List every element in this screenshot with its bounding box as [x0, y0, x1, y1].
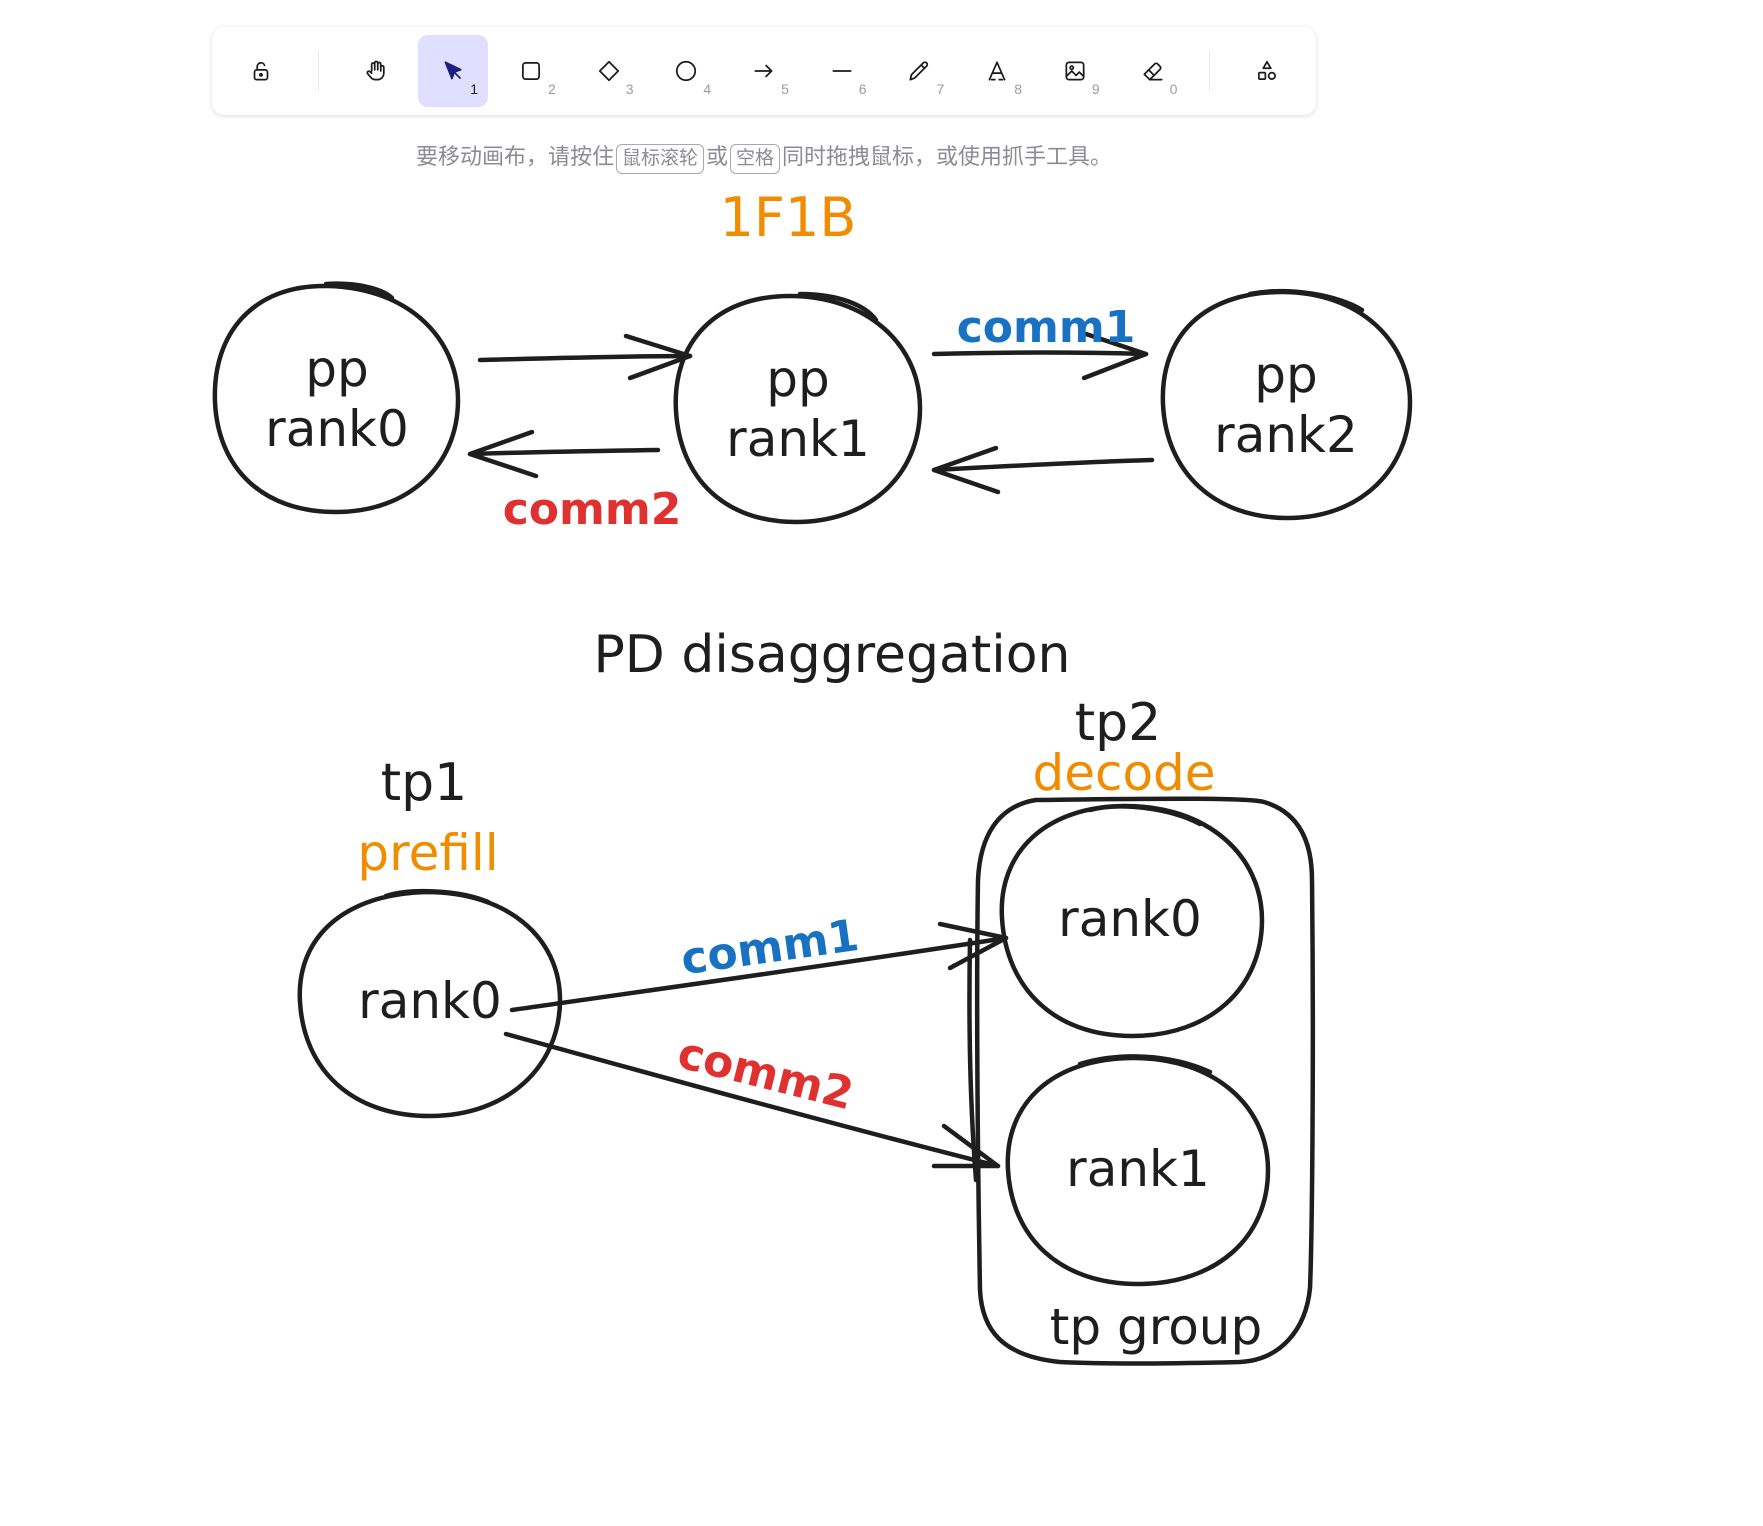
- square-icon: [521, 62, 540, 80]
- hint-text: 要移动画布，请按住: [415, 144, 614, 169]
- pencil-icon: [909, 61, 929, 81]
- selection-tool-key: 1: [470, 81, 479, 97]
- diamond-tool-key: 3: [625, 81, 634, 97]
- decode-rank0-node[interactable]: rank0: [999, 803, 1265, 1039]
- toolbar-divider: [317, 51, 319, 91]
- diamond-icon: [598, 60, 619, 82]
- prefill-rank0-label: rank0: [358, 972, 502, 1030]
- image-tool-button[interactable]: 9: [1040, 35, 1110, 107]
- rectangle-tool-button[interactable]: 2: [496, 35, 566, 107]
- line-tool-key: 6: [858, 81, 867, 97]
- ellipse-tool-key: 4: [703, 81, 712, 97]
- arrow-right-icon: [754, 64, 773, 78]
- hint-key-mouse-wheel: 鼠标滚轮: [615, 144, 704, 174]
- hint-text: 同时拖拽鼠标，或使用抓手工具。: [782, 144, 1113, 169]
- pp-rank2-node[interactable]: pp rank2: [1160, 288, 1413, 521]
- pointer-icon: [444, 61, 462, 80]
- pp-rank0-line1: pp: [305, 340, 368, 398]
- hint-text: 或: [705, 144, 728, 169]
- arrow-rank0-to-rank1[interactable]: [477, 333, 693, 381]
- title-1f1b[interactable]: 1F1B: [720, 186, 857, 249]
- pp-rank0-line2: rank0: [265, 400, 409, 458]
- rectangle-tool-key: 2: [547, 81, 556, 97]
- image-icon: [1065, 61, 1085, 81]
- extra-tools-button[interactable]: [1232, 35, 1302, 107]
- toolbar-divider: [1209, 51, 1211, 91]
- arrow-tool-button[interactable]: 5: [729, 35, 799, 107]
- text-icon: [988, 61, 1006, 81]
- arrow-rank1-to-rank2[interactable]: [931, 331, 1149, 381]
- pp-rank2-line1: pp: [1254, 346, 1317, 404]
- hand-icon: [365, 60, 385, 81]
- tp-group-label: tp group: [1050, 1298, 1262, 1356]
- image-tool-key: 9: [1091, 81, 1100, 97]
- toolbar: 1 2 3 4 5 6 7 8 9 0: [212, 27, 1316, 115]
- line-tool-button[interactable]: 6: [807, 35, 877, 107]
- unlock-icon: [253, 61, 269, 81]
- arrow-tool-key: 5: [781, 81, 789, 97]
- comm2-label-top[interactable]: comm2: [503, 484, 682, 535]
- tp2-label[interactable]: tp2: [1075, 693, 1161, 753]
- circle-icon: [676, 60, 697, 82]
- arrow-rank2-to-rank1[interactable]: [931, 445, 1155, 495]
- draw-tool-key: 7: [936, 81, 945, 97]
- diamond-tool-button[interactable]: 3: [574, 35, 644, 107]
- pp-rank1-line1: pp: [766, 350, 829, 408]
- arrow-prefill-to-decode-rank1[interactable]: [503, 1031, 1001, 1169]
- decode-label[interactable]: decode: [1032, 744, 1215, 802]
- hand-tool-button[interactable]: [341, 35, 411, 107]
- eraser-tool-key: 0: [1169, 81, 1178, 97]
- pp-rank1-node[interactable]: pp rank1: [673, 291, 923, 525]
- decode-rank1-node[interactable]: rank1: [1005, 1054, 1271, 1287]
- pp-rank2-line2: rank2: [1214, 406, 1358, 464]
- shapes-icon: [1258, 60, 1277, 80]
- decode-rank0-label: rank0: [1058, 890, 1202, 948]
- title-pd-disaggregation[interactable]: PD disaggregation: [593, 625, 1070, 685]
- canvas-hint: 要移动画布，请按住鼠标滚轮或空格同时拖拽鼠标，或使用抓手工具。: [212, 140, 1316, 174]
- prefill-rank0-node[interactable]: rank0: [297, 888, 563, 1119]
- text-tool-key: 8: [1014, 81, 1022, 97]
- line-icon: [832, 70, 852, 72]
- eraser-icon: [1143, 62, 1163, 81]
- lock-button[interactable]: [226, 35, 296, 107]
- tp-group-box[interactable]: tp group: [967, 796, 1316, 1366]
- hint-key-space: 空格: [730, 144, 781, 174]
- arrow-prefill-to-decode-rank0[interactable]: [509, 921, 1009, 1013]
- decode-rank1-label: rank1: [1066, 1140, 1210, 1198]
- eraser-tool-button[interactable]: 0: [1118, 35, 1188, 107]
- draw-tool-button[interactable]: 7: [885, 35, 955, 107]
- comm1-label-top[interactable]: comm1: [957, 302, 1136, 353]
- pp-rank1-line2: rank1: [726, 410, 870, 468]
- arrow-rank1-to-rank0[interactable]: [467, 429, 661, 479]
- ellipse-tool-button[interactable]: 4: [651, 35, 721, 107]
- text-tool-button[interactable]: 8: [962, 35, 1032, 107]
- pp-rank0-node[interactable]: pp rank0: [212, 281, 461, 515]
- selection-tool-button[interactable]: 1: [418, 35, 489, 107]
- tp1-label[interactable]: tp1: [381, 753, 467, 813]
- prefill-label[interactable]: prefill: [357, 824, 498, 882]
